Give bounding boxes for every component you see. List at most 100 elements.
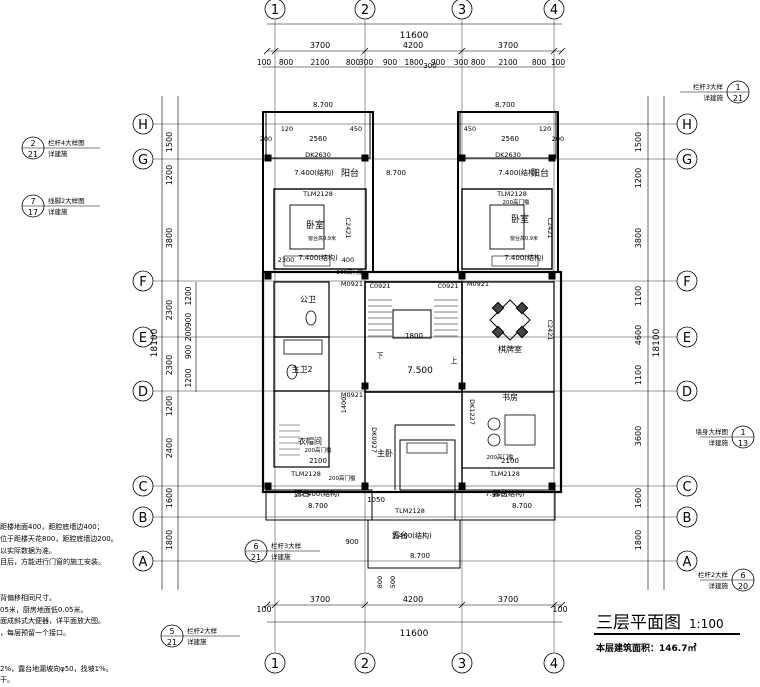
design-note-line: 干。 [0,676,14,685]
level-balcony-right: 7.400(结构) [498,168,538,177]
level-roof-left: 8.700 [386,169,406,177]
opening-tlm2128-bl: TLM2128 [290,470,321,478]
room-bath-public: 公卫 [300,295,316,304]
level-roof-left-top: 8.700 [313,101,333,109]
level-stair: 7.500 [407,366,433,376]
grid-bubble-bottom-1 [264,652,286,674]
misc-dim-450-left: 450 [350,125,362,133]
stair-down-label: 下 [377,352,384,360]
wardrobe-left-icon [283,255,331,267]
toilet-icon [286,364,298,380]
dim-right-chain-6: 3600 [634,426,643,446]
dim-bottom-bay-tick [263,601,271,609]
design-note-line: ，每层预留一个接口。 [0,629,70,638]
callout-railing2-num: 6 [740,571,745,580]
room-master-bed: 主卧 [377,448,393,458]
title-underline [594,633,740,635]
column [361,272,369,280]
design-note-line: 面成斜式大便器，详平面放大图。 [0,617,105,626]
grid-bubble-top-4 [543,0,565,20]
opening-c0921-right: C0921 [437,282,458,290]
bed-left-icon [289,204,325,250]
room-terrace-bottom: 露台 [392,530,408,540]
grid-label-right-A: A [683,555,692,570]
grid-label-left-C: C [138,480,147,495]
grid-label-right-D: D [682,385,692,400]
callout-wall-label: 墙身大样图 [696,427,729,436]
misc-dim-400: 400 [342,256,354,264]
stair-void-dim: 1800 [405,332,423,340]
design-note-line: 背偏移相同尺寸。 [0,593,56,602]
grid-bubble-top-1 [264,0,286,20]
study-desk-icon [504,414,536,446]
opening-tlm2128-bottom: TLM2128 [394,507,425,515]
design-note-line [0,652,140,664]
misc-dim-1050: 1050 [367,496,385,504]
callout-railing4-num: 2 [30,139,35,148]
dim-top-bay-1: 4200 [403,41,423,50]
level-roof-bottom: 8.700 [410,552,430,560]
dim-bottom-bay-tick [361,601,369,609]
study-chair-icon [487,433,501,447]
callout-line2-sheet: 17 [28,208,38,217]
dim-right-chain-2: 3800 [634,228,643,248]
master-pillow-icon [406,442,448,454]
dim-left-chain-5: 1200 [165,396,174,416]
floor-area-value: 146.7㎡ [659,644,697,654]
misc-dim-2100-left: 2100 [309,457,327,465]
dim-right-chain-3: 1100 [634,286,643,306]
dim-right-total: 18100 [652,328,662,357]
callout-railing4-sub: 详建施 [48,149,68,158]
grid-bubble-top-3 [451,0,473,20]
dim-top-bay-tick [550,47,558,55]
callout-railing3b-sub: 详建施 [271,552,291,561]
door-sill-study: 200高门槛 [487,453,514,461]
dim-bottom-edge-right: 100 [552,605,567,614]
callout-railing2-sub: 详建施 [709,581,729,590]
dim-right-chain-5: 1100 [634,365,643,385]
callout-railing2b-sub: 详建施 [187,637,207,646]
level-roof-bottom-left: 8.700 [308,502,328,510]
dim-top-detail-6: 1800 [404,58,423,67]
design-note-line: 距楼地面400，距腔底墙边400； [0,523,104,531]
balcony-right-top [459,111,557,159]
chess-table-icon [489,299,531,341]
room-terrace-left: 露台 [294,488,310,498]
misc-dim-2300: 2300 [278,256,295,264]
dim-left-detail-0: 1200 [184,286,193,305]
design-notes: 距楼地面400，距腔底墙边400；位于距楼天花800，距腔底墙边200。以实际数… [0,522,140,687]
dim-top-detail-10: 2100 [498,58,517,67]
callout-line2-label: 线脚2大样图 [48,196,85,205]
room-chess: 棋牌室 [498,344,522,354]
misc-dim-2560-right: 2560 [501,135,519,143]
opening-tlm2128-left: TLM2128 [302,190,333,198]
grid-label-top-3: 3 [458,3,466,18]
dim-bottom-bay-tick [558,601,566,609]
design-note-line [0,640,140,652]
dim-bottom-bay-tick [271,601,279,609]
dim-left-total: 18100 [150,328,160,357]
level-balcony-left: 7.400(结构) [294,168,334,177]
grid-label-right-C: C [682,480,691,495]
opening-tlm2128-br: TLM2128 [489,470,520,478]
column [548,154,556,162]
bed-right-icon [489,204,525,250]
drawing-title: 三层平面图 [596,613,681,633]
dim-bottom-bay-1: 4200 [403,595,423,604]
level-roof-right: 8.700 [495,101,515,109]
callout-railing2b-num: 5 [169,627,174,636]
misc-dim-2100-right: 2100 [501,457,519,465]
dim-right-chain-7: 1600 [634,488,643,508]
dim-top-bay-tick [458,47,466,55]
misc-dim-200-right: 200 [552,135,564,143]
grid-bubble-top-2 [354,0,376,20]
misc-dim-1400: 1400 [340,397,348,414]
misc-dim-300: 300 [423,62,436,70]
callout-railing3-num: 1 [735,83,740,92]
dim-top-detail-5: 900 [383,58,398,67]
opening-dk1227: DK1227 [468,399,476,425]
opening-dk2630-right: DK2630 [495,151,521,159]
door-sill-left: 200高门槛 [337,268,364,276]
misc-dim-2560-left: 2560 [309,135,327,143]
room-bedroom-left: 卧室 [306,219,324,231]
